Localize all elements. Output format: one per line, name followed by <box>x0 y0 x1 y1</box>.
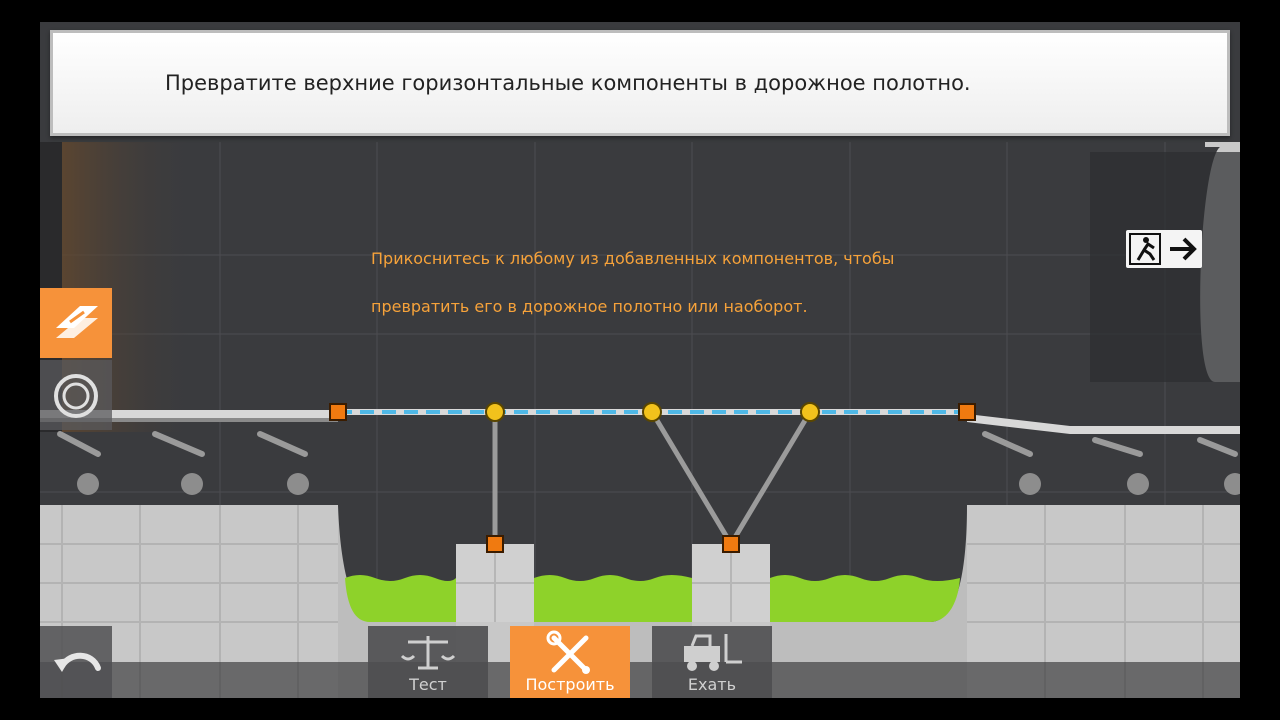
rope-tool-button[interactable] <box>40 360 112 430</box>
undo-button[interactable] <box>40 626 112 698</box>
balance-scale-icon <box>400 636 456 670</box>
drive-mode-label: Ехать <box>687 675 737 694</box>
forklift-icon <box>684 634 742 671</box>
acid-pools <box>345 575 960 622</box>
arrow-right-icon <box>1170 237 1197 261</box>
right-hydraulics <box>982 431 1240 495</box>
instruction-text: Превратите верхние горизонтальные компон… <box>165 71 971 95</box>
left-hydraulics <box>57 431 309 495</box>
game-viewport[interactable]: Превратите верхние горизонтальные компон… <box>40 22 1240 698</box>
left-pillar <box>40 142 62 432</box>
bottom-shadow-band <box>40 662 1240 698</box>
exit-icons <box>1129 233 1197 265</box>
undo-icon <box>54 652 101 672</box>
instruction-banner: Превратите верхние горизонтальные компон… <box>50 30 1230 136</box>
drive-mode-button[interactable]: Ехать <box>652 626 772 698</box>
road-tool-icon <box>56 306 98 338</box>
build-mode-label: Построить <box>525 675 615 694</box>
wrench-screwdriver-icon <box>546 630 590 674</box>
exit-button[interactable] <box>1126 230 1202 268</box>
right-approach-road <box>967 414 1240 434</box>
left-approach-road <box>40 410 338 422</box>
rope-coil-icon <box>54 374 98 418</box>
level-scene[interactable] <box>40 22 1240 698</box>
test-mode-label: Тест <box>409 675 447 694</box>
build-mode-button[interactable]: Построить <box>510 626 630 698</box>
road-tool-button[interactable] <box>40 288 112 358</box>
exit-running-man-icon <box>1129 233 1161 265</box>
bridge-supports[interactable] <box>492 409 813 547</box>
free-joints[interactable] <box>485 402 820 422</box>
hint-line-1: Прикоснитесь к любому из добавленных ком… <box>371 249 895 268</box>
test-mode-button[interactable]: Тест <box>368 626 488 698</box>
fixed-joints[interactable] <box>329 403 976 553</box>
hint-line-2: превратить его в дорожное полотно или на… <box>371 297 808 316</box>
